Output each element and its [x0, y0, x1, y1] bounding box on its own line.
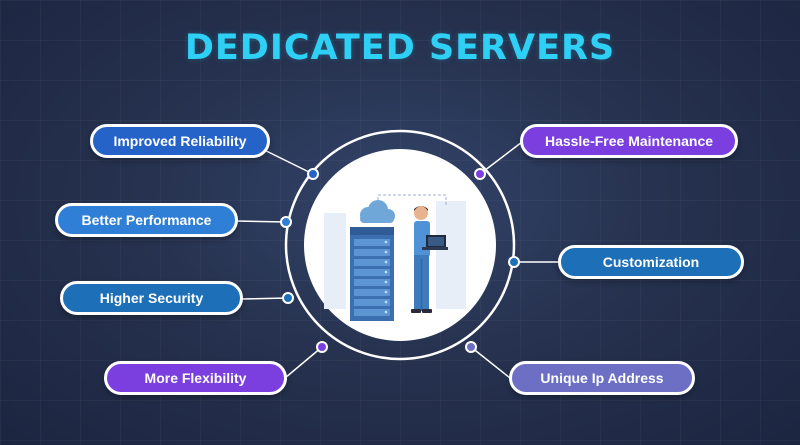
dot-more-flexibility: [316, 341, 328, 353]
feature-hassle-free-maintenance: Hassle-Free Maintenance: [520, 124, 738, 158]
feature-improved-reliability: Improved Reliability: [90, 124, 270, 158]
server-technician-illustration: [324, 194, 466, 321]
connector-higher-security: [240, 297, 289, 300]
connector-unique-ip: [470, 346, 511, 379]
page-title: DEDICATED SERVERS: [184, 28, 616, 68]
dot-customization: [508, 256, 520, 268]
connector-better-performance: [235, 220, 287, 223]
feature-unique-ip-address: Unique Ip Address: [509, 361, 695, 395]
feature-customization: Customization: [558, 245, 744, 279]
feature-more-flexibility: More Flexibility: [104, 361, 287, 395]
dot-higher-security: [282, 292, 294, 304]
connector-more-flexibility: [284, 346, 323, 379]
connector-hassle-free: [479, 141, 523, 175]
technician-icon: [411, 206, 448, 313]
dot-unique-ip: [465, 341, 477, 353]
server-rack-icon: [350, 227, 394, 321]
dot-hassle-free: [474, 168, 486, 180]
feature-higher-security: Higher Security: [60, 281, 243, 315]
dot-improved-reliability: [307, 168, 319, 180]
dot-better-performance: [280, 216, 292, 228]
outer-ring: [284, 129, 516, 361]
cloud-icon: [360, 200, 395, 223]
feature-better-performance: Better Performance: [55, 203, 238, 237]
center-illustration: [304, 149, 496, 341]
